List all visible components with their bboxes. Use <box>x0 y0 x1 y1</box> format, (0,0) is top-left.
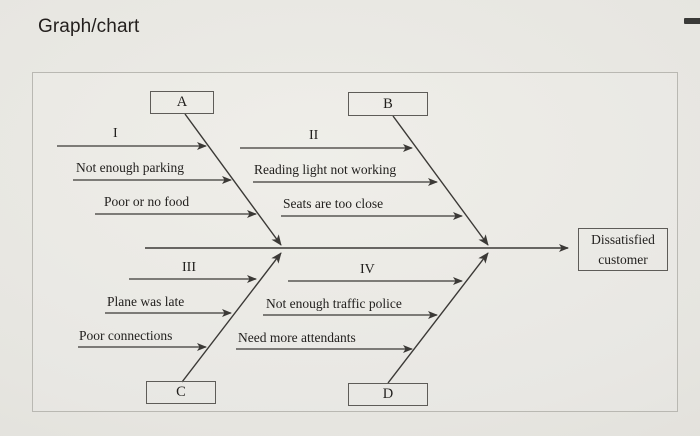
branch-II-diagonal <box>392 115 489 246</box>
branch-III-roman-label: III <box>182 260 196 275</box>
branch-I-cause-1-label: Not enough parking <box>76 160 184 175</box>
category-box-a-label: A <box>176 94 188 110</box>
page-title: Graph/chart <box>38 16 140 37</box>
effect-box-line-2: customer <box>598 251 648 267</box>
category-box-d[interactable]: D <box>348 383 428 406</box>
diagram-frame <box>32 72 678 412</box>
branch-I-diagonal <box>184 113 282 246</box>
branch-II-cause-1-label: Reading light not working <box>254 162 397 177</box>
branch-IV-diagonal <box>387 252 489 384</box>
branch-II-group <box>240 115 489 246</box>
branch-IV-group <box>236 252 489 384</box>
branch-I-cause-2-label: Poor or no food <box>104 194 190 209</box>
branch-III-group <box>78 252 282 383</box>
category-box-b[interactable]: B <box>348 92 428 116</box>
category-box-c[interactable]: C <box>146 381 216 404</box>
branch-IV-roman-label: IV <box>360 262 375 277</box>
branch-I-roman-label: I <box>113 126 118 141</box>
branch-II-cause-2-label: Seats are too close <box>283 196 384 211</box>
branch-I-group <box>57 113 282 246</box>
dash-mark-icon <box>684 18 700 24</box>
category-box-c-label: C <box>176 384 186 400</box>
category-box-a[interactable]: A <box>150 91 214 114</box>
branch-III-cause-2-label: Poor connections <box>79 328 173 343</box>
branch-III-cause-1-label: Plane was late <box>107 294 185 309</box>
branch-III-diagonal <box>181 252 282 383</box>
category-box-b-label: B <box>383 95 393 112</box>
effect-box-line-1: Dissatisfied <box>591 231 655 247</box>
effect-box-dissatisfied-customer[interactable]: Dissatisfied customer <box>578 228 668 271</box>
category-box-d-label: D <box>382 386 394 402</box>
branch-IV-cause-2-label: Need more attendants <box>238 330 356 345</box>
branch-IV-cause-1-label: Not enough traffic police <box>266 296 402 311</box>
branch-II-roman-label: II <box>309 128 319 143</box>
